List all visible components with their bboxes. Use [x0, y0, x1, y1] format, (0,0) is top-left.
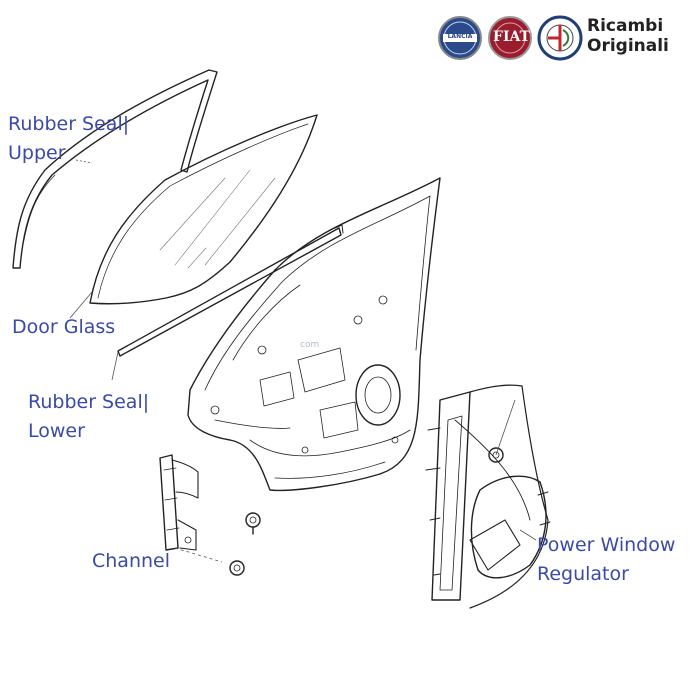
label-rubber-seal-lower-line2: Lower: [28, 420, 85, 442]
door-glass-part: [89, 114, 318, 305]
lancia-wordmark-icon: LANCIA: [447, 33, 473, 40]
fiat-wordmark-icon: FIAT: [493, 29, 531, 45]
alfa-romeo-logo: [537, 15, 583, 61]
channel-part: [159, 454, 199, 551]
fastener-parts: [229, 512, 261, 576]
leader-lines: [69, 159, 537, 563]
label-rubber-seal-upper-line1: Rubber Seal|: [8, 113, 130, 135]
lancia-logo: [438, 16, 482, 60]
label-channel-line1: Channel: [92, 550, 171, 572]
brand-text: Ricambi Originali: [587, 16, 669, 56]
label-rubber-seal-upper-line2: Upper: [8, 142, 66, 164]
label-door-glass: Door Glass: [12, 313, 115, 342]
fiat-logo: [488, 16, 532, 60]
brand-logos: [438, 15, 583, 61]
label-channel: Channel: [92, 547, 170, 576]
label-power-window-regulator-line2: Regulator: [537, 563, 629, 585]
label-rubber-seal-upper: Rubber Seal| Upper: [8, 110, 129, 168]
brand-text-line2: Originali: [587, 36, 669, 56]
upper-rubber-seal-part: [12, 69, 218, 269]
label-rubber-seal-lower-line1: Rubber Seal|: [28, 391, 150, 413]
brand-text-line1: Ricambi: [587, 16, 664, 36]
label-door-glass-line1: Door Glass: [12, 316, 116, 338]
power-window-regulator-part: [425, 384, 551, 609]
label-power-window-regulator-line1: Power Window: [537, 534, 676, 556]
label-power-window-regulator: Power Window Regulator: [537, 531, 675, 589]
label-rubber-seal-lower: Rubber Seal| Lower: [28, 388, 149, 446]
lower-rubber-seal-part: [117, 224, 344, 357]
watermark-text: com: [300, 340, 320, 350]
door-panel-part: [187, 177, 441, 492]
